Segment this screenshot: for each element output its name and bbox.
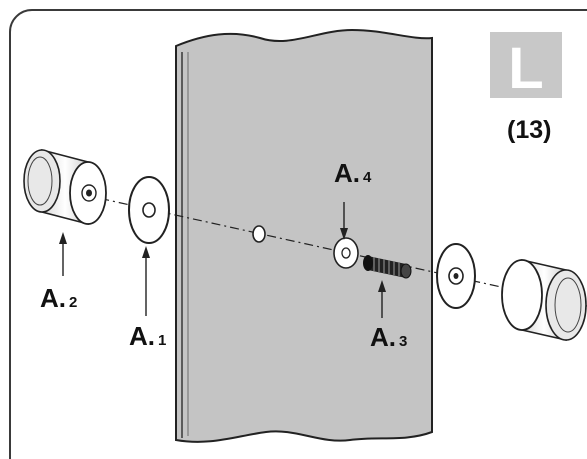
threaded-screw (363, 255, 412, 279)
assembly-axis (25, 181, 587, 307)
right-washer (436, 243, 476, 309)
panel-hole (252, 225, 266, 243)
label-a2: A.2 (40, 283, 77, 313)
label-a1: A.1 (129, 321, 166, 351)
step-number: (13) (507, 116, 551, 144)
step-badge: L (490, 32, 562, 101)
left-washer (128, 176, 170, 244)
leader-arrows (59, 202, 386, 318)
right-cap (501, 258, 587, 342)
panel-washer (333, 237, 359, 269)
left-cap (23, 148, 107, 226)
step-letter: L (508, 36, 543, 101)
label-a3: A.3 (370, 322, 407, 352)
door-panel (175, 28, 433, 443)
label-a4: A.4 (334, 158, 372, 188)
